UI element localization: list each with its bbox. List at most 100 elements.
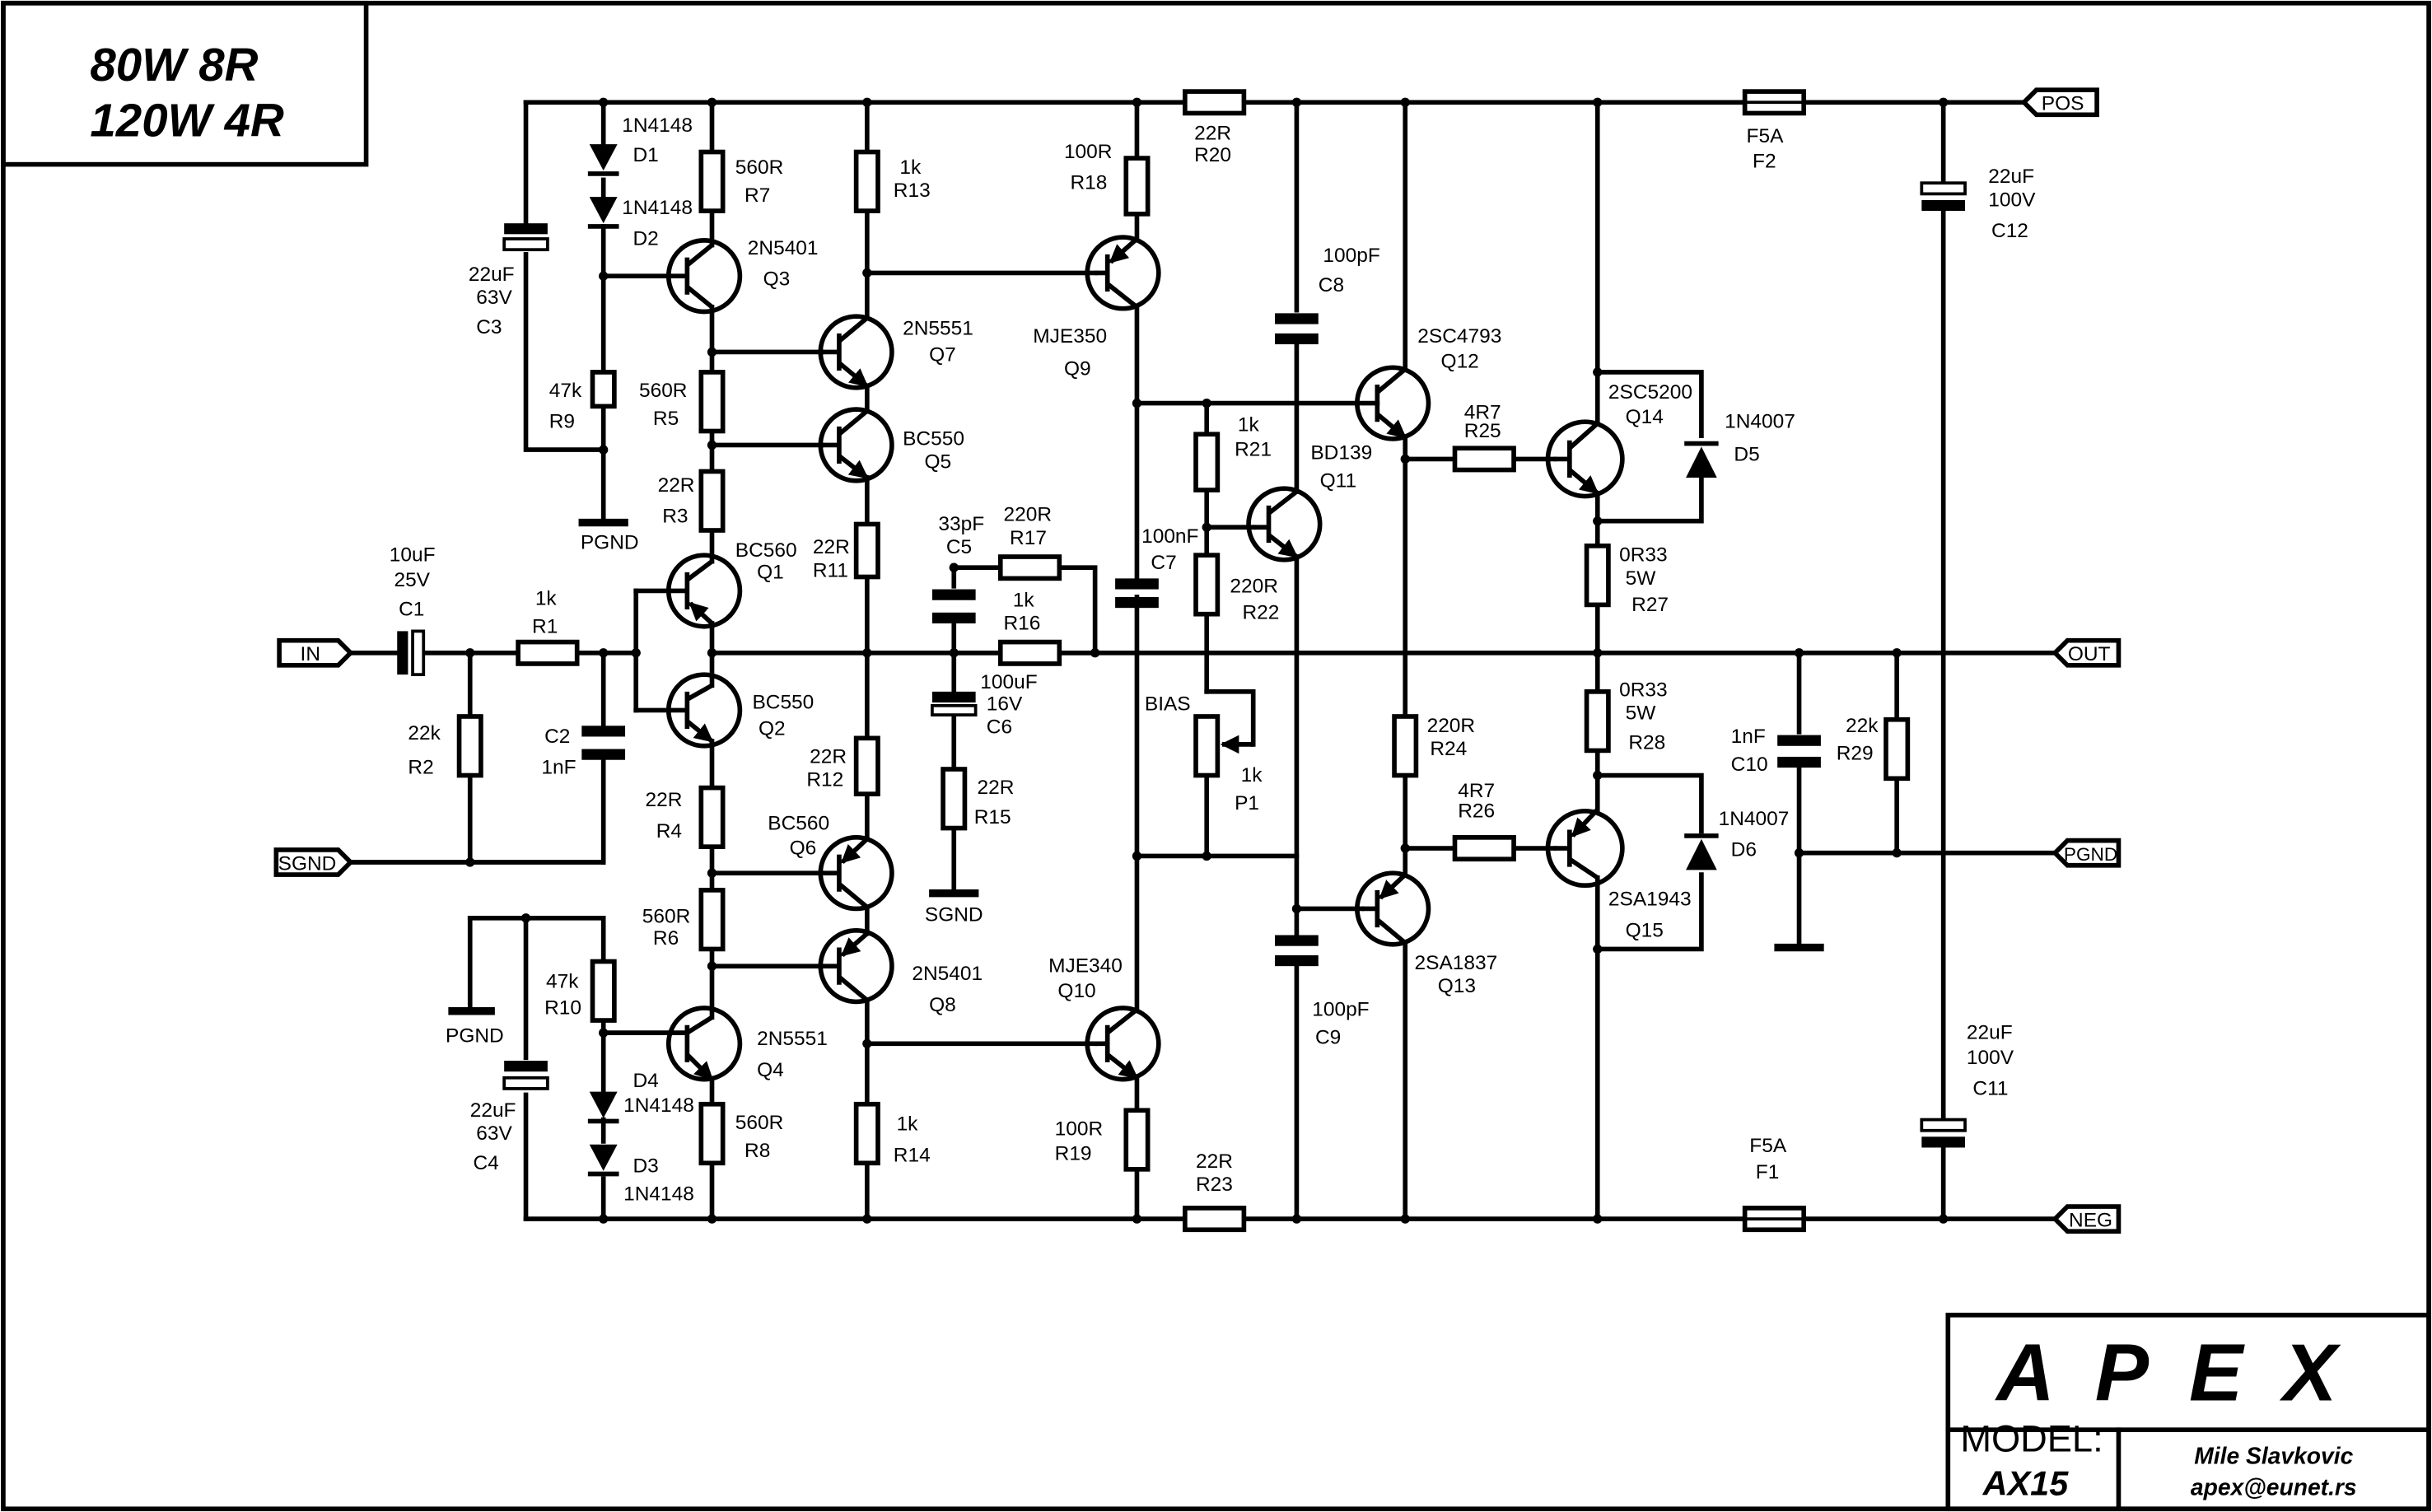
port-neg: NEG xyxy=(2052,1204,2122,1234)
label-q15-ref: Q15 xyxy=(1626,919,1664,941)
label-c8-value: 100pF xyxy=(1323,245,1379,267)
pgnd-bottom-label: PGND xyxy=(446,1024,504,1047)
label-r10-ref: R10 xyxy=(544,997,581,1020)
label-r22-ref: R22 xyxy=(1243,601,1280,623)
label-c9-ref: C9 xyxy=(1315,1026,1341,1048)
label-r18-value: 100R xyxy=(1064,141,1112,163)
label-r4-ref: R4 xyxy=(656,820,682,842)
label-q15-value: 2SA1943 xyxy=(1608,889,1692,911)
resistors xyxy=(456,89,1911,1233)
label-r19-value: 100R xyxy=(1055,1118,1103,1140)
label-d3-ref: D3 xyxy=(633,1155,658,1178)
label-q11-value: BD139 xyxy=(1310,441,1372,464)
label-r6-ref: R6 xyxy=(653,927,679,950)
label-r26-ref: R26 xyxy=(1458,800,1495,822)
capacitor-c4 xyxy=(502,1061,549,1090)
resistor-r27 xyxy=(1584,544,1611,608)
label-q14-ref: Q14 xyxy=(1626,406,1664,428)
label-r16-ref: R16 xyxy=(1004,613,1041,635)
label-r16-value: 1k xyxy=(1013,589,1035,611)
label-q8-value: 2N5401 xyxy=(912,963,983,985)
capacitors xyxy=(397,181,1967,1148)
label-c2-ref: C2 xyxy=(544,726,570,748)
diode-d2 xyxy=(587,197,619,229)
label-q6-ref: Q6 xyxy=(790,838,817,860)
transistor-q9 xyxy=(1085,235,1161,311)
label-q7-ref: Q7 xyxy=(929,344,956,366)
label-r4-value: 22R xyxy=(646,789,683,811)
capacitor-c3 xyxy=(502,223,549,252)
label-c3-value: 22uF xyxy=(469,264,515,286)
label-c4-ref: C4 xyxy=(474,1152,499,1174)
resistor-r4 xyxy=(698,785,726,849)
resistor-r15 xyxy=(941,767,968,831)
label-r9-ref: R9 xyxy=(549,411,575,433)
label-q5-ref: Q5 xyxy=(924,451,951,474)
label-q6-value: BC560 xyxy=(768,812,829,834)
resistor-r29 xyxy=(1884,716,1911,782)
label-d2-value: 1N4148 xyxy=(622,197,693,219)
label-r14-value: 1k xyxy=(897,1113,919,1136)
label-r20-value: 22R xyxy=(1194,122,1231,144)
resistor-r25 xyxy=(1452,446,1516,473)
label-r24-value: 220R xyxy=(1427,715,1475,737)
port-sgnd-label: SGND xyxy=(278,852,337,875)
transistor-q10 xyxy=(1085,1006,1161,1082)
label-r17-ref: R17 xyxy=(1010,527,1047,549)
label-c12-ref: C12 xyxy=(1991,220,2028,242)
transistor-q4 xyxy=(665,1006,743,1082)
label-r1-value: 1k xyxy=(535,587,558,609)
diodes xyxy=(587,144,1719,1177)
label-c9-value: 100pF xyxy=(1312,998,1369,1020)
label-d5-value: 1N4007 xyxy=(1725,411,1795,433)
transistor-q14 xyxy=(1545,419,1625,499)
label-r13-ref: R13 xyxy=(894,180,931,202)
resistor-r11 xyxy=(853,521,880,580)
transistor-q1 xyxy=(665,553,743,629)
label-c1-value2: 25V xyxy=(394,569,430,591)
power-rating-box: 80W 8R 120W 4R xyxy=(1,0,369,167)
label-r7-value: 560R xyxy=(735,156,784,179)
label-c11-ref: C11 xyxy=(1972,1077,2008,1099)
resistor-r6 xyxy=(698,888,726,952)
label-r28-ref: R28 xyxy=(1628,732,1665,754)
apex-logo: APEX xyxy=(1994,1327,2336,1417)
label-c8-ref: C8 xyxy=(1319,274,1344,296)
transistor-q13 xyxy=(1355,870,1431,947)
label-q8-ref: Q8 xyxy=(929,994,956,1016)
transistor-q15 xyxy=(1545,808,1625,889)
ground-symbols: PGND SGND PGND xyxy=(446,518,1824,1047)
label-r21-value: 1k xyxy=(1238,413,1260,436)
label-q2-ref: Q2 xyxy=(759,718,786,740)
label-d6-value: 1N4007 xyxy=(1719,808,1790,830)
label-q13-value: 2SA1837 xyxy=(1415,952,1498,974)
label-q13-ref: Q13 xyxy=(1438,975,1476,997)
transistor-q11 xyxy=(1246,486,1323,562)
label-r22-value: 220R xyxy=(1230,575,1278,597)
transistor-q8 xyxy=(818,928,894,1005)
transistors xyxy=(665,235,1625,1082)
junction-dots xyxy=(465,97,1949,1224)
label-c4-value: 22uF xyxy=(470,1099,516,1122)
label-q14-value: 2SC5200 xyxy=(1608,381,1692,404)
label-q9-ref: Q9 xyxy=(1064,358,1091,380)
label-q10-ref: Q10 xyxy=(1057,980,1095,1002)
label-r19-ref: R19 xyxy=(1055,1143,1092,1165)
pgnd-top-label: PGND xyxy=(581,532,639,554)
label-c3-ref: C3 xyxy=(476,316,502,338)
port-out-label: OUT xyxy=(2068,643,2111,665)
label-r25-ref: R25 xyxy=(1464,420,1501,442)
port-pgnd-label: PGND xyxy=(2064,844,2117,865)
label-f2-ref: F2 xyxy=(1753,150,1776,172)
transistor-q12 xyxy=(1355,365,1431,441)
label-q1-ref: Q1 xyxy=(757,561,784,583)
resistor-r20 xyxy=(1183,89,1247,116)
label-q4-value: 2N5551 xyxy=(757,1028,828,1050)
label-r15-ref: R15 xyxy=(974,806,1011,828)
label-c6-value: 100uF xyxy=(980,671,1037,693)
label-r28-value: 0R33 xyxy=(1619,679,1668,702)
label-p1-ref: P1 xyxy=(1235,792,1259,814)
label-r21-ref: R21 xyxy=(1235,439,1272,461)
label-q1-value: BC560 xyxy=(735,539,797,562)
